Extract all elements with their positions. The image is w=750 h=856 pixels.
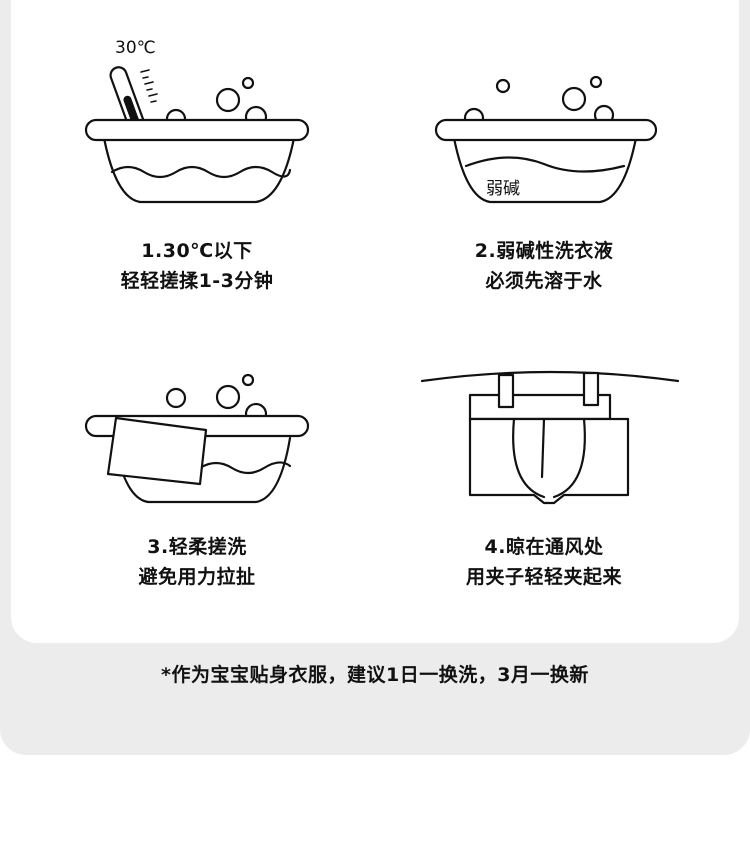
step-3-detail: 避免用力拉扯 (138, 566, 256, 588)
detergent-liquid-label: 弱碱 (486, 179, 520, 199)
hanging-underwear-icon (420, 370, 680, 505)
step-1-title: 1.30℃以下 (141, 240, 253, 262)
step-2-detail: 必须先溶于水 (485, 270, 603, 292)
basin-detergent-icon: 弱碱 (434, 75, 658, 204)
basin-thermometer-icon: 30℃ (84, 38, 310, 204)
step-3-title: 3.轻柔搓洗 (147, 536, 247, 558)
basin-cloth-icon (84, 373, 310, 504)
step-2-caption: 2.弱碱性洗衣液 必须先溶于水 (394, 236, 694, 296)
step-1-caption: 1.30℃以下 轻轻搓揉1-3分钟 (47, 236, 347, 296)
temperature-label: 30℃ (115, 38, 156, 58)
replacement-footnote: *作为宝宝贴身衣服，建议1日一换洗，3月一换新 (161, 664, 589, 686)
step-4-caption: 4.晾在通风处 用夹子轻轻夹起来 (394, 532, 694, 592)
step-1-detail: 轻轻搓揉1-3分钟 (120, 270, 274, 292)
step-4-detail: 用夹子轻轻夹起来 (465, 566, 622, 588)
step-2-title: 2.弱碱性洗衣液 (474, 240, 614, 262)
step-4-title: 4.晾在通风处 (484, 536, 604, 558)
step-3-caption: 3.轻柔搓洗 避免用力拉扯 (47, 532, 347, 592)
